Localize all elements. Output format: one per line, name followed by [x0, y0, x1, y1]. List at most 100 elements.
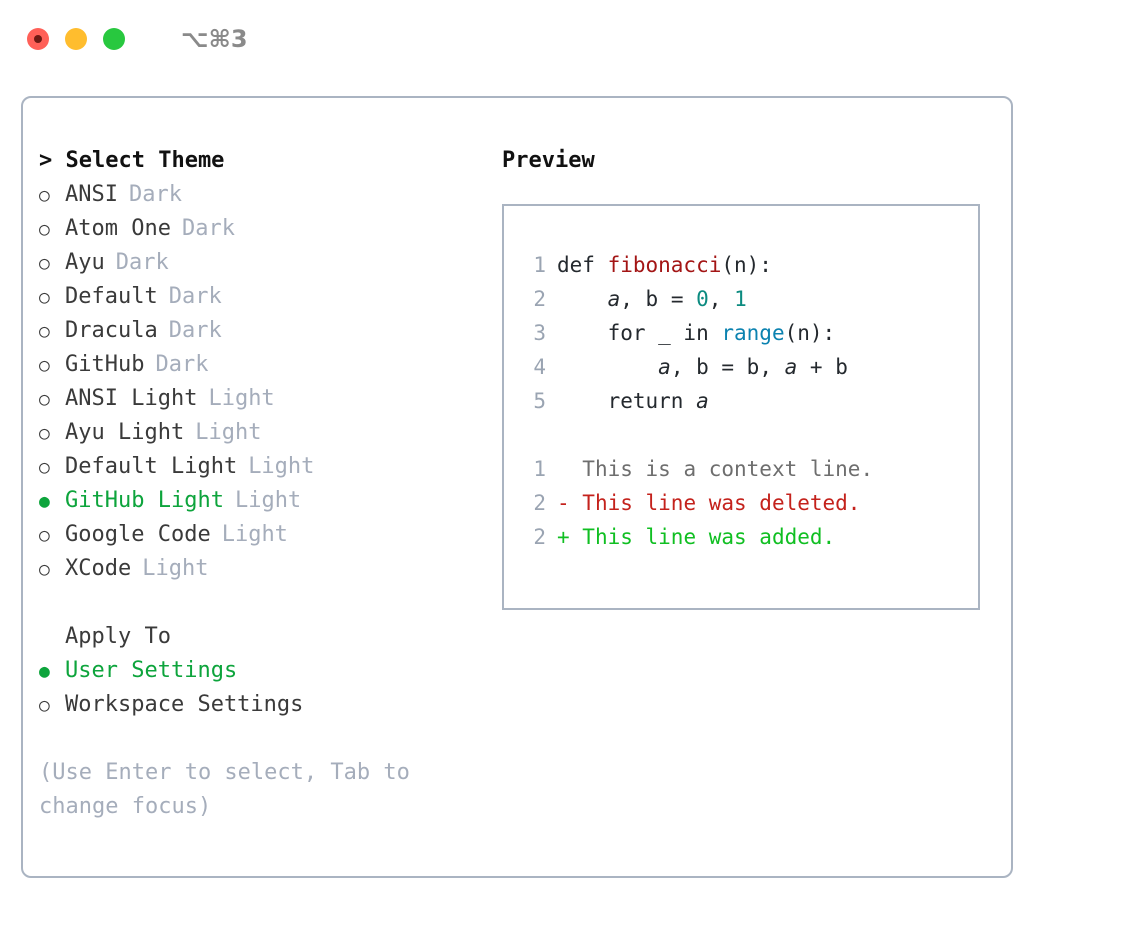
radio-unselected-icon: ○ — [39, 389, 50, 410]
minimize-button[interactable] — [65, 28, 87, 50]
theme-option-google-code[interactable]: ○ Google Code Light — [39, 518, 489, 552]
code-token-plain — [557, 282, 608, 316]
line-number: 4 — [533, 355, 546, 379]
preview-panel-header: Preview — [502, 144, 997, 178]
line-number: 5 — [533, 389, 546, 413]
theme-option-label: GitHub — [65, 352, 145, 377]
code-token-num: 1 — [734, 287, 747, 311]
radio-selected-icon: ● — [39, 491, 50, 512]
line-number: 2 — [533, 491, 546, 515]
diff-line: 2+ This line was added. — [518, 520, 978, 554]
theme-option-ansi[interactable]: ○ ANSI Dark — [39, 178, 489, 212]
radio-unselected-icon: ○ — [39, 457, 50, 478]
theme-option-variant-tag: Dark — [115, 250, 169, 275]
theme-option-variant-tag: Light — [248, 454, 315, 479]
title-bar: ⌥⌘3 — [0, 0, 1140, 78]
keyboard-hint-text: (Use Enter to select, Tab to change focu… — [39, 760, 424, 819]
diff-line: 2- This line was deleted. — [518, 486, 978, 520]
code-token-plain: , — [708, 287, 735, 311]
theme-option-variant-tag: Light — [142, 556, 209, 581]
line-number: 1 — [533, 457, 546, 481]
diff-sign — [557, 452, 570, 486]
diff-text: This is a context line. — [569, 457, 874, 481]
theme-option-variant-tag: Dark — [181, 216, 235, 241]
line-number: 2 — [533, 525, 546, 549]
code-token-plain: = — [658, 287, 697, 311]
radio-unselected-icon: ○ — [39, 321, 50, 342]
theme-option-variant-tag: Light — [221, 522, 288, 547]
diff-sign: - — [557, 491, 570, 515]
theme-option-variant-tag: Dark — [168, 284, 222, 309]
code-token-plain — [557, 350, 658, 384]
code-token-plain: , — [620, 287, 646, 311]
radio-unselected-icon: ○ — [39, 287, 50, 308]
radio-unselected-icon: ○ — [39, 185, 50, 206]
theme-option-variant-tag: Light — [234, 488, 302, 513]
radio-unselected-icon: ○ — [39, 559, 50, 580]
apply-to-option-label: Workspace Settings — [65, 692, 304, 717]
code-token-plain: (n): — [721, 253, 772, 277]
theme-option-label: Dracula — [65, 318, 158, 343]
window-controls — [27, 28, 125, 50]
code-blank-line — [518, 418, 978, 452]
theme-option-label: ANSI — [65, 182, 118, 207]
code-token-plain: return — [557, 389, 697, 413]
radio-unselected-icon: ○ — [39, 253, 50, 274]
theme-option-variant-tag: Light — [208, 386, 275, 411]
diff-line: 1 This is a context line. — [518, 452, 978, 486]
line-number: 2 — [533, 287, 546, 311]
theme-option-label: XCode — [65, 556, 132, 581]
maximize-button[interactable] — [103, 28, 125, 50]
radio-unselected-icon: ○ — [39, 355, 50, 376]
code-token-call: range — [721, 321, 785, 345]
code-line: 3 for _ in range(n): — [518, 316, 978, 350]
theme-option-github[interactable]: ○ GitHub Dark — [39, 348, 489, 382]
code-token-plain: def — [557, 253, 608, 277]
radio-unselected-icon: ○ — [39, 695, 50, 716]
code-token-var: a — [607, 287, 621, 311]
radio-unselected-icon: ○ — [39, 219, 50, 240]
theme-option-default-light[interactable]: ○ Default Light Light — [39, 450, 489, 484]
theme-option-dracula[interactable]: ○ Dracula Dark — [39, 314, 489, 348]
code-line: 5 return a — [518, 384, 978, 418]
select-theme-heading: > Select Theme — [39, 148, 225, 173]
code-token-plain: (n): — [784, 321, 836, 345]
diff-sign: + — [557, 525, 570, 549]
theme-option-label: Google Code — [65, 522, 211, 547]
code-token-var: a — [696, 389, 709, 413]
theme-option-label: Atom One — [65, 216, 171, 241]
apply-to-option-label: User Settings — [65, 658, 238, 683]
theme-option-variant-tag: Dark — [168, 318, 222, 343]
radio-unselected-icon: ○ — [39, 525, 50, 546]
code-token-fn: fibonacci — [607, 253, 722, 277]
apply-to-option-user-settings[interactable]: ● User Settings — [39, 654, 489, 688]
apply-to-option-list[interactable]: ● User Settings ○ Workspace Settings — [39, 654, 489, 722]
code-token-plain: for _ in — [557, 321, 722, 345]
theme-option-atom-one[interactable]: ○ Atom One Dark — [39, 212, 489, 246]
theme-option-ayu[interactable]: ○ Ayu Dark — [39, 246, 489, 280]
keyboard-shortcut-label: ⌥⌘3 — [181, 25, 248, 53]
preview-heading: Preview — [502, 148, 595, 173]
theme-option-variant-tag: Dark — [128, 182, 182, 207]
radio-selected-icon: ● — [39, 661, 50, 682]
theme-option-label: Default Light — [65, 454, 238, 479]
code-token-num: 0 — [696, 287, 709, 311]
theme-option-variant-tag: Dark — [155, 352, 209, 377]
theme-option-label: Ayu Light — [65, 420, 185, 445]
close-button[interactable] — [27, 28, 49, 50]
apply-to-heading: Apply To — [65, 624, 171, 649]
theme-option-xcode[interactable]: ○ XCode Light — [39, 552, 489, 586]
apply-to-option-workspace-settings[interactable]: ○ Workspace Settings — [39, 688, 489, 722]
diff-text: This line was deleted. — [569, 491, 861, 515]
list-spacer — [39, 586, 489, 620]
theme-option-label: Ayu — [65, 250, 105, 275]
